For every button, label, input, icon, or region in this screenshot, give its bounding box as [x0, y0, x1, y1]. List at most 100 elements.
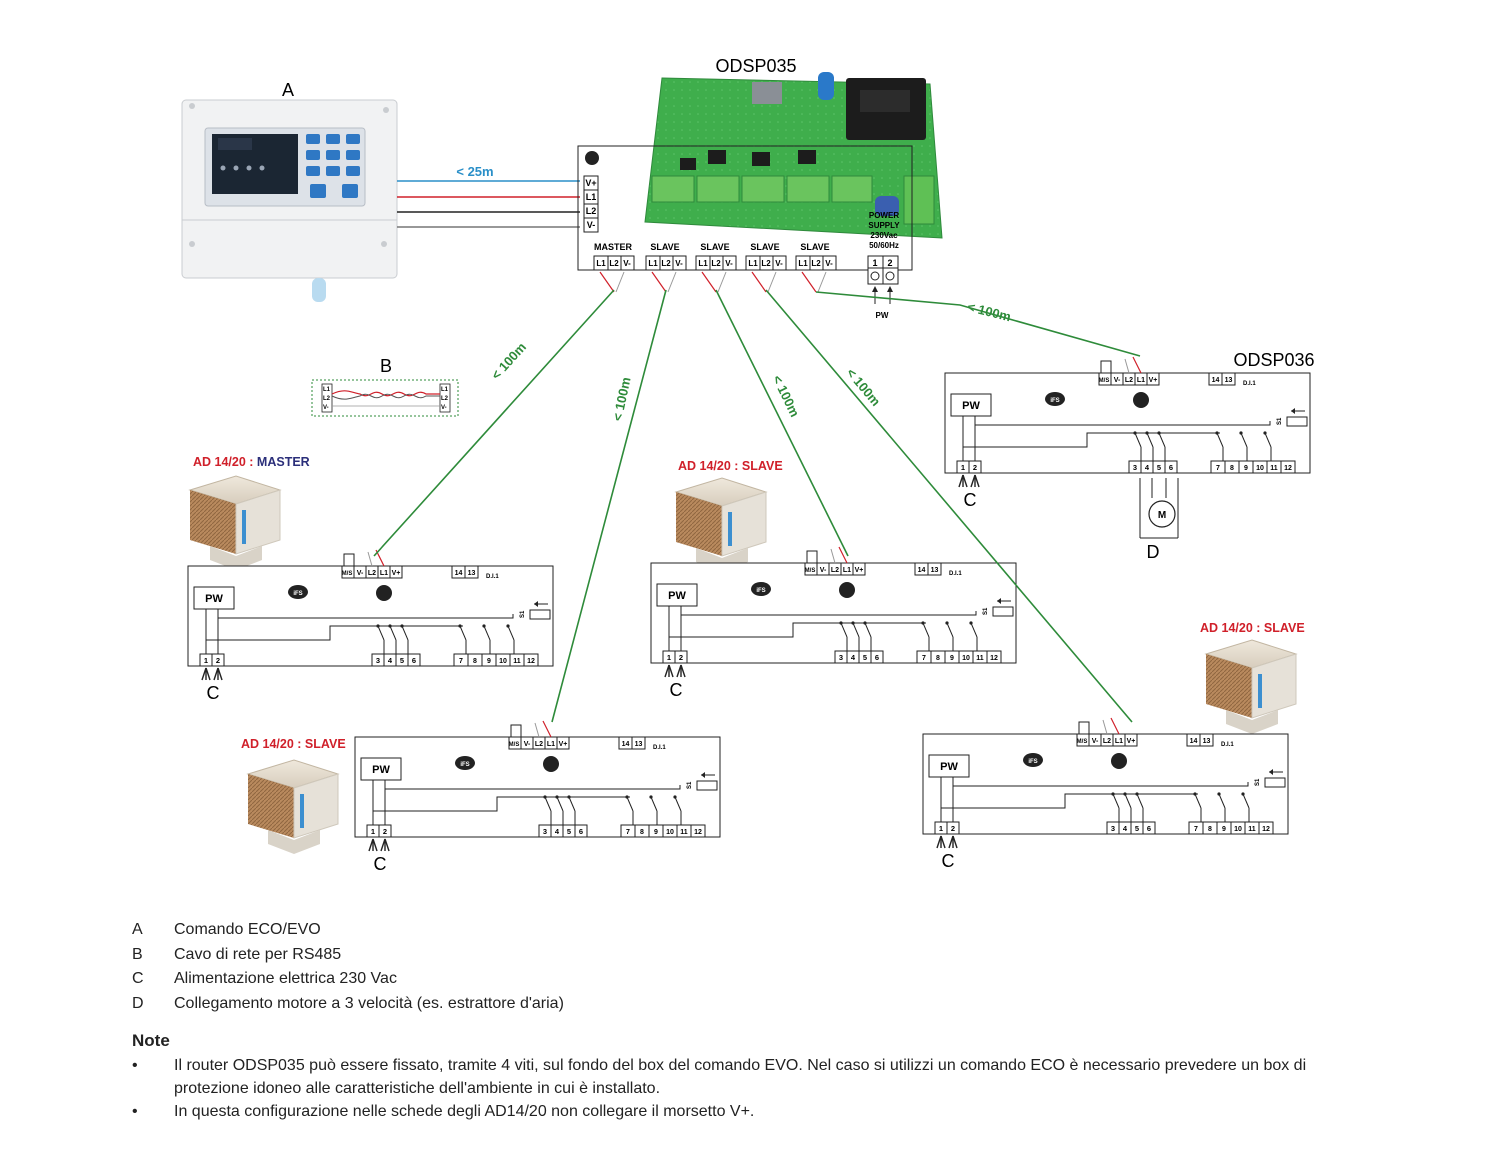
label-b: B: [380, 356, 392, 376]
ifs-logo: iFS: [1028, 759, 1037, 765]
router-port-pin: V-: [675, 259, 683, 268]
power-supply-terminal: POWER SUPPLY 230Vac 50/60Hz 1 2 PW: [867, 211, 900, 320]
router-port-label: SLAVE: [800, 242, 829, 252]
cooler-images: [188, 475, 1298, 854]
distance-slave-1: < 100m: [610, 376, 634, 423]
board-pin-7-12: 10: [499, 658, 507, 665]
board-pin-3-6: 3: [376, 656, 380, 665]
board-pin-7-12: 7: [626, 829, 630, 836]
note-item: • Il router ODSP035 può essere fissato, …: [132, 1054, 1372, 1100]
board-pin-3-6: 6: [1147, 824, 1151, 833]
wiring-diagram: A < 25m ODSP035: [181, 56, 1315, 874]
board-pin-14-13: 13: [1203, 738, 1211, 745]
board-pin-3-6: 3: [543, 827, 547, 836]
controller-wires: [397, 180, 580, 228]
bullet-icon: •: [132, 1103, 138, 1120]
board-pin-7-12: 12: [694, 829, 702, 836]
board-di1-label: D.I.1: [653, 745, 666, 751]
label-a: A: [282, 80, 294, 100]
router-port-pin: V-: [623, 259, 631, 268]
board-pin-3-6: 5: [863, 653, 867, 662]
board-pin-3-6: 6: [1169, 463, 1173, 472]
router-port-label: MASTER: [594, 242, 633, 252]
board-pw-box: PW: [372, 764, 390, 776]
arrow-left-icon: [1291, 408, 1295, 414]
board-pin-7-12: 7: [922, 655, 926, 662]
cable-b-right-vminus: V-: [441, 405, 447, 411]
board-bus-pin: L2: [1125, 377, 1133, 384]
label-c: C: [942, 851, 955, 871]
board-pin-14-13: 13: [635, 741, 643, 748]
ifs-logo: iFS: [293, 591, 302, 597]
board-bus-pin: L2: [1103, 738, 1111, 745]
board-power-pin: 1: [939, 824, 943, 833]
router-port-pin: L1: [648, 259, 658, 268]
board-pin-3-6: 3: [1111, 824, 1115, 833]
board-pw-box: PW: [668, 590, 686, 602]
router-port-label: SLAVE: [750, 242, 779, 252]
board-di1-label: D.I.1: [949, 571, 962, 577]
board-bus-pin: V-: [820, 567, 827, 574]
board-bus-pin: V-: [1114, 377, 1121, 384]
board-bus-pin: V+: [1127, 738, 1136, 745]
evaporative-cooler-image: [674, 477, 768, 572]
board-di1-label: D.I.1: [486, 574, 499, 580]
label-c: C: [964, 490, 977, 510]
board-pin-7-12: 11: [513, 658, 521, 665]
keyboard-icon: [376, 585, 392, 601]
board-bus-pin: L1: [380, 570, 388, 577]
board-pin-7-12: 8: [640, 829, 644, 836]
board-pin-7-12: 8: [473, 658, 477, 665]
router-port-pin: L2: [609, 259, 619, 268]
cable-b-left-vminus: V-: [323, 405, 329, 411]
label-d: D: [1147, 542, 1160, 562]
board-power-pin: 2: [951, 824, 955, 833]
board-pin-7-12: 10: [1256, 465, 1264, 472]
router-port-terminal: [745, 255, 787, 271]
board-pin-7-12: 7: [1194, 826, 1198, 833]
distance-master: < 100m: [488, 339, 529, 382]
note-text: Il router ODSP035 può essere fissato, tr…: [174, 1057, 1307, 1097]
router-port-pin: L2: [661, 259, 671, 268]
board-ms-pin: M/S: [342, 571, 353, 577]
board-pw-box: PW: [962, 400, 980, 412]
board-pin-3-6: 5: [1135, 824, 1139, 833]
power-supply-line-2: SUPPLY: [868, 221, 900, 230]
router-input-terminal: [583, 175, 599, 233]
board-pin-7-12: 10: [962, 655, 970, 662]
board-pin-7-12: 7: [459, 658, 463, 665]
keyboard-icon: [1111, 753, 1127, 769]
router-port-pin: V-: [775, 259, 783, 268]
board-bus-pin: L2: [368, 570, 376, 577]
board-pin-7-12: 11: [976, 655, 984, 662]
board-pin-3-6: 5: [567, 827, 571, 836]
rs485-cable-b: B L1 L2 V- L1 L2 V-: [311, 356, 459, 417]
legend-row-d: D Collegamento motore a 3 velocità (es. …: [132, 992, 1372, 1017]
power-supply-line-4: 50/60Hz: [869, 241, 899, 250]
router-port-pin: L2: [761, 259, 771, 268]
board-pin-3-6: 4: [388, 656, 393, 665]
board-power-pin: 1: [667, 653, 671, 662]
arrow-left-icon: [997, 598, 1001, 604]
board-bus-pin: V-: [357, 570, 364, 577]
unit-title-slave-center: AD 14/20 : SLAVE: [678, 459, 783, 473]
board-bus-pin: V+: [392, 570, 401, 577]
s1-switch-label: S1: [1255, 778, 1261, 786]
board-power-pin: 1: [204, 656, 208, 665]
legend-row-a: A Comando ECO/EVO: [132, 918, 1372, 943]
board-bus-pin: V+: [559, 741, 568, 748]
distance-slave-3: < 100m: [843, 365, 883, 409]
board-pin-7-12: 12: [990, 655, 998, 662]
board-pin-14-13: 13: [468, 570, 476, 577]
board-power-pin: 2: [679, 653, 683, 662]
board-power-pin: 2: [383, 827, 387, 836]
motor-label: M: [1158, 510, 1166, 521]
keyboard-icon: [839, 582, 855, 598]
arrow-left-icon: [1269, 769, 1273, 775]
motor-d: M D: [1139, 478, 1179, 562]
board-pin-7-12: 9: [654, 829, 658, 836]
